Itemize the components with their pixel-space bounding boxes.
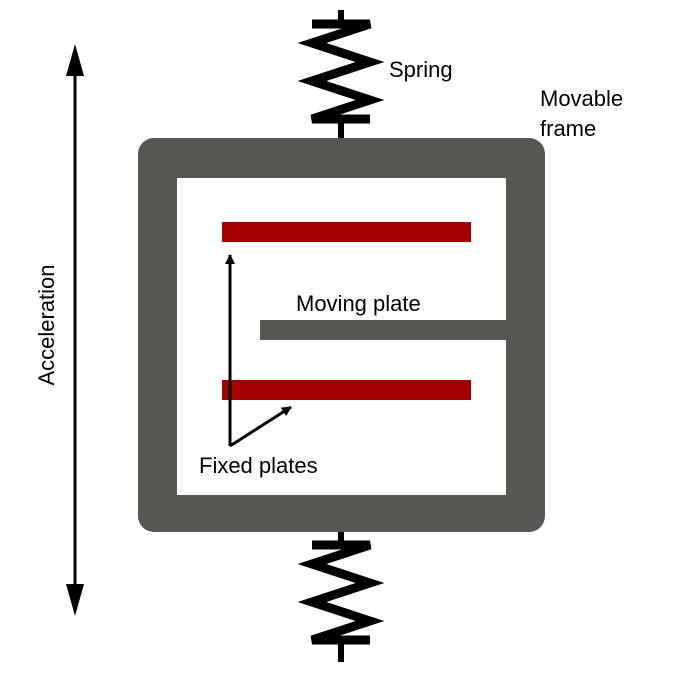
bottom-spring	[297, 531, 385, 662]
fixed-plate-top	[222, 222, 471, 242]
top-spring	[297, 10, 385, 142]
moving-plate	[260, 320, 510, 340]
acceleration-arrow	[66, 44, 84, 616]
fixed-plates-arrows	[225, 254, 292, 448]
spring-label: Spring	[389, 57, 453, 82]
acceleration-label: Acceleration	[34, 264, 59, 385]
fixed-plate-bottom	[222, 380, 471, 400]
fixed-plates-label: Fixed plates	[199, 453, 318, 478]
movable-frame-label-line2: frame	[540, 116, 596, 141]
arrow-to-bottom-plate	[229, 405, 292, 448]
movable-frame-label-line1: Movable	[540, 86, 623, 111]
moving-plate-label: Moving plate	[296, 291, 421, 316]
